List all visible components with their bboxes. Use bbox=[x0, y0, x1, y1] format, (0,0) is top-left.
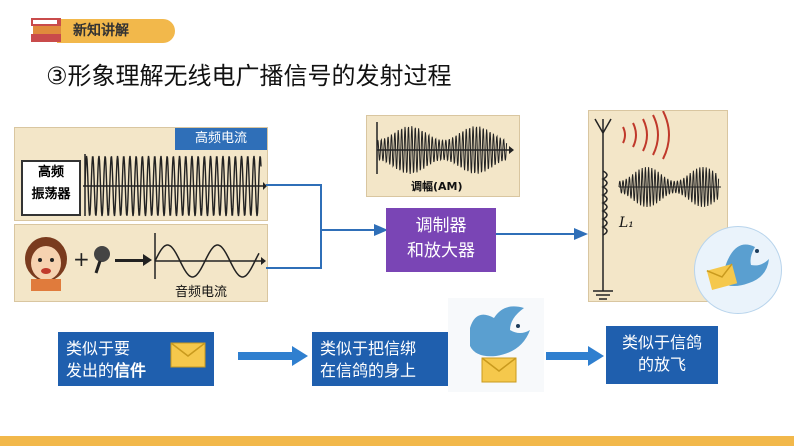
analogy-arrow-1 bbox=[238, 346, 308, 366]
am-wave bbox=[376, 122, 514, 174]
signal-arrowhead bbox=[143, 254, 152, 266]
analogy-letter-bold: 信件 bbox=[114, 361, 147, 380]
books-icon bbox=[29, 14, 63, 44]
analogy-box-letter: 类似于要 发出的信件 bbox=[58, 332, 214, 386]
am-caption: 调幅(AM) bbox=[411, 180, 463, 193]
coil-label: L₁ bbox=[619, 215, 634, 231]
analogy-box-release: 类似于信鸽 的放飞 bbox=[606, 326, 718, 384]
audio-panel: + 音频电流 bbox=[14, 224, 268, 302]
high-frequency-wave bbox=[83, 154, 267, 217]
oscillator-label: 高频 振荡器 bbox=[21, 160, 81, 216]
high-frequency-panel: 高频电流 高频 振荡器 bbox=[14, 127, 268, 221]
header-badge: 新知讲解 bbox=[27, 14, 177, 44]
dove-with-letter-icon bbox=[448, 298, 544, 392]
envelope-icon bbox=[170, 342, 206, 368]
analogy-box-tie-letter: 类似于把信绑 在信鸽的身上 bbox=[312, 332, 456, 386]
footer-bar bbox=[0, 436, 794, 446]
antenna-circuit bbox=[593, 111, 670, 300]
microphone-icon bbox=[89, 245, 115, 275]
analogy-arrow-2 bbox=[546, 346, 604, 366]
audio-label: 音频电流 bbox=[175, 285, 228, 300]
page-title: ③形象理解无线电广播信号的发射过程 bbox=[46, 62, 452, 90]
am-panel: 调幅(AM) bbox=[366, 115, 520, 197]
dove-circle-icon bbox=[694, 226, 782, 314]
header-badge-bg bbox=[57, 19, 175, 43]
modulator-amplifier-box: 调制器 和放大器 bbox=[386, 208, 496, 272]
audio-wave bbox=[154, 233, 266, 279]
analogy-letter-text: 类似于要 发出的 bbox=[66, 339, 131, 380]
antenna-am-wave bbox=[618, 166, 721, 208]
connector-lines bbox=[266, 184, 388, 269]
signal-arrow bbox=[115, 259, 145, 262]
plus-sign: + bbox=[73, 247, 90, 271]
announcer-avatar bbox=[21, 233, 71, 291]
section-label: 新知讲解 bbox=[73, 23, 129, 39]
center-to-antenna-arrow bbox=[496, 228, 588, 240]
high-frequency-label: 高频电流 bbox=[175, 128, 267, 150]
